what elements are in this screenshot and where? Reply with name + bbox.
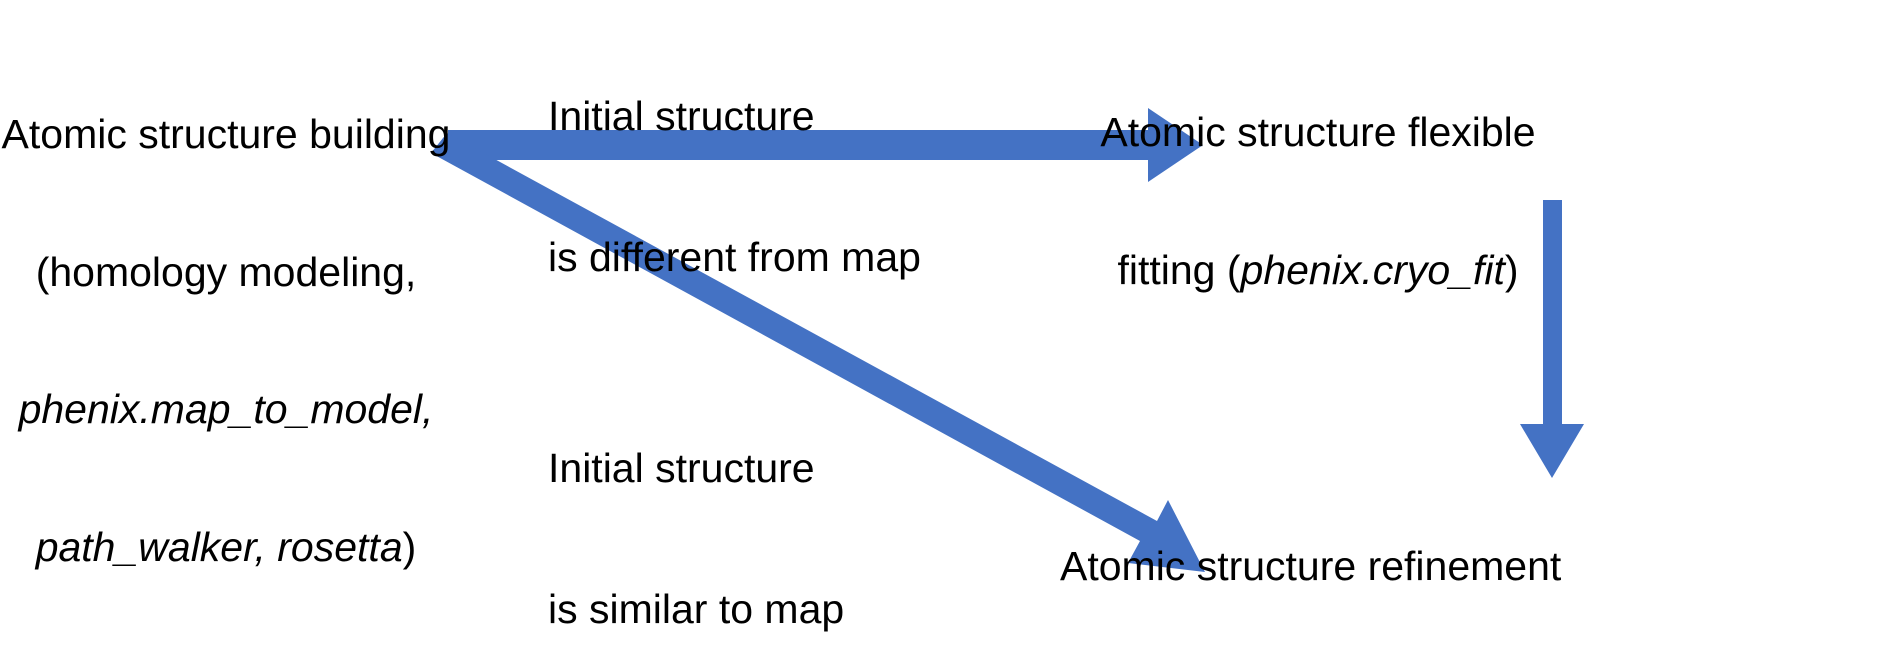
node-building-line-3: phenix.map_to_model, <box>18 386 434 433</box>
node-building-line-4-tail: ) <box>402 523 417 570</box>
node-fitting-line-2-prefix: fitting ( <box>1117 246 1241 293</box>
edge-label-similar-line-1: Initial structure <box>548 445 815 492</box>
edge-label-is-different-from-map: Initial structure is different from map <box>548 0 948 374</box>
arrow-building-to-refinement[interactable] <box>431 133 1205 572</box>
node-fitting-line-2-suffix: ) <box>1504 246 1519 293</box>
arrow-building-to-fitting[interactable] <box>448 108 1203 182</box>
node-building-line-1: Atomic structure building <box>1 110 451 157</box>
node-refinement-line-1: Atomic structure refinement <box>1060 542 1562 589</box>
edge-label-is-similar-to-map: Initial structure is similar to map <box>548 352 948 662</box>
edge-label-different-line-2: is different from map <box>548 233 921 280</box>
node-fitting-line-1: Atomic structure flexible <box>1100 108 1536 155</box>
arrow-fitting-to-refinement[interactable] <box>1520 200 1584 478</box>
node-building-line-2: (homology modeling, <box>35 248 417 295</box>
node-atomic-structure-flexible-fitting[interactable]: Atomic structure flexible fitting (pheni… <box>1083 18 1553 385</box>
node-atomic-structure-building[interactable]: Atomic structure building (homology mode… <box>0 20 452 662</box>
node-building-line-4-italic: path_walker, rosetta <box>35 523 403 570</box>
node-fitting-line-2: fitting (phenix.cryo_fit) <box>1083 246 1553 294</box>
edge-label-different-line-1: Initial structure <box>548 93 815 140</box>
node-building-line-4: path_walker, rosetta) <box>0 523 452 571</box>
node-atomic-structure-refinement[interactable]: Atomic structure refinement (phenix.real… <box>1060 452 1880 662</box>
edge-label-similar-line-2: is similar to map <box>548 585 845 632</box>
node-fitting-line-2-italic: phenix.cryo_fit <box>1240 246 1505 293</box>
